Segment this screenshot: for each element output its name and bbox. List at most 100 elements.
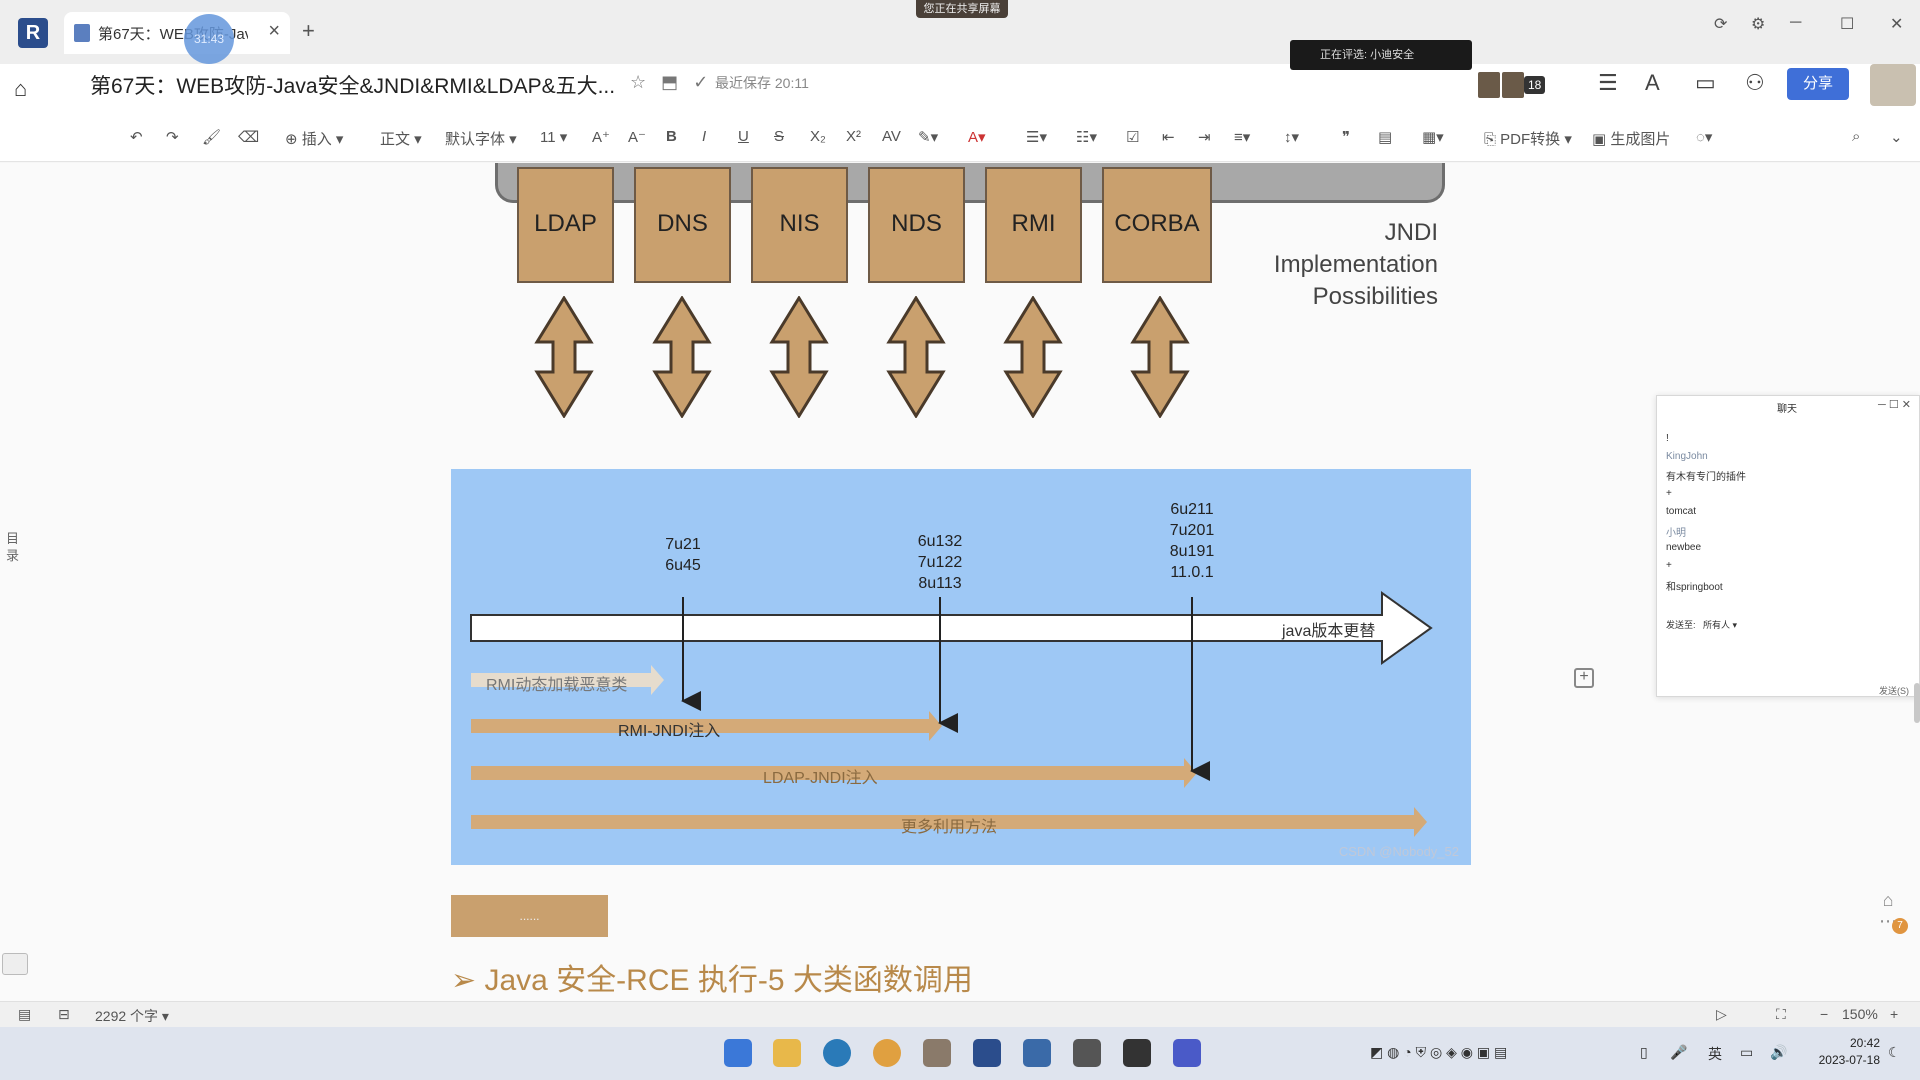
undo-icon[interactable]: ↶: [130, 129, 143, 146]
increase-font-icon[interactable]: A⁺: [592, 129, 610, 146]
document-title[interactable]: 第67天：WEB攻防-Java安全&JNDI&RMI&LDAP&五大...: [90, 75, 616, 98]
format-painter-icon[interactable]: 🖌: [202, 129, 222, 146]
chat-panel[interactable]: 聊天 ─ ☐ ✕ ! KingJohn 有木有专门的插件 + tomcat 小明…: [1656, 395, 1920, 697]
highlight-icon[interactable]: ✎▾: [918, 129, 939, 146]
edge-browser-icon[interactable]: [823, 1039, 851, 1067]
volume-icon[interactable]: 🔊: [1770, 1044, 1788, 1060]
paragraph-icon[interactable]: ▤: [1378, 129, 1393, 146]
more-tools-icon[interactable]: ◌▾: [1696, 129, 1713, 146]
terminal-icon[interactable]: [1123, 1039, 1151, 1067]
scrollbar[interactable]: [1914, 683, 1920, 723]
zoom-level[interactable]: 150%: [1842, 1006, 1878, 1022]
version-label: 11.0.1: [1170, 564, 1214, 581]
home-icon[interactable]: ⌂: [14, 76, 28, 101]
outline-icon[interactable]: ▤: [18, 1006, 32, 1022]
double-arrow-nds: [886, 296, 946, 418]
recipient-value: 所有人: [1703, 620, 1731, 630]
table-icon[interactable]: ▦▾: [1422, 129, 1444, 146]
presentation-app-icon[interactable]: [1173, 1039, 1201, 1067]
pdf-convert-button[interactable]: ⎘ PDF转换 ▾: [1484, 131, 1572, 148]
screen-share-banner: 您正在共享屏幕: [916, 0, 1008, 18]
italic-icon[interactable]: I: [702, 128, 707, 145]
close-window-button[interactable]: ✕: [1890, 16, 1904, 33]
char-spacing-icon[interactable]: AV: [882, 128, 901, 145]
word-count[interactable]: 2292 个字 ▾: [95, 1008, 169, 1024]
redo-icon[interactable]: ↷: [166, 129, 179, 146]
star-icon[interactable]: ☆: [630, 72, 647, 92]
document-canvas[interactable]: LDAP DNS NIS NDS RMI CORBA JNDI Implemen…: [0, 163, 1920, 1001]
maximize-button[interactable]: ☐: [1840, 16, 1855, 33]
collaborator-count: 18: [1524, 76, 1546, 94]
indent-decrease-icon[interactable]: ⇤: [1162, 129, 1175, 146]
chat-window-controls[interactable]: ─ ☐ ✕: [1878, 399, 1911, 411]
numbered-list-icon[interactable]: ☷▾: [1076, 129, 1097, 146]
add-collaborator-icon[interactable]: ⚇: [1745, 70, 1765, 95]
image-viewer-icon[interactable]: [1023, 1039, 1051, 1067]
jndi-caption: JNDI Implementation Possibilities: [1228, 217, 1438, 313]
generate-image-button[interactable]: ▣ 生成图片: [1592, 131, 1671, 148]
start-icon[interactable]: [724, 1039, 752, 1067]
style-select[interactable]: 正文 ▾: [380, 131, 422, 148]
microphone-icon[interactable]: 🎤: [1670, 1044, 1688, 1060]
collaborator-avatars[interactable]: 18: [1478, 72, 1548, 100]
strikethrough-icon[interactable]: S: [774, 128, 785, 145]
avatar: [1478, 72, 1500, 98]
chat-message: 和springboot: [1666, 582, 1723, 593]
input-method[interactable]: 英: [1708, 1046, 1722, 1062]
sync-icon[interactable]: ⟳: [1714, 16, 1728, 33]
font-size-select[interactable]: 11 ▾: [540, 129, 568, 146]
font-settings-icon[interactable]: A: [1645, 70, 1660, 95]
notifications-icon[interactable]: ☾: [1888, 1044, 1901, 1060]
network-icon[interactable]: ▭: [1740, 1044, 1754, 1060]
battery-icon[interactable]: ▯: [1640, 1044, 1648, 1060]
app-bird-icon[interactable]: [923, 1039, 951, 1067]
menu-icon[interactable]: ☰: [1598, 70, 1618, 95]
app-logo[interactable]: R: [18, 18, 48, 48]
superscript-icon[interactable]: X²: [846, 128, 861, 145]
user-avatar[interactable]: [1870, 64, 1916, 106]
share-button[interactable]: 分享: [1787, 68, 1849, 100]
impl-box-ldap: LDAP: [517, 167, 614, 283]
quote-icon[interactable]: ❞: [1342, 129, 1351, 146]
subscript-icon[interactable]: X₂: [810, 128, 826, 145]
document-tab[interactable]: 第67天：WEB攻防-Java安全&JNDI&RMI&LDAP&五大... ×: [64, 12, 290, 54]
file-explorer-icon[interactable]: [773, 1039, 801, 1067]
impl-box-corba: CORBA: [1102, 167, 1212, 283]
toc-tab[interactable]: 目录: [6, 531, 20, 563]
sidebar-toggle-icon[interactable]: [2, 953, 28, 975]
chat-send-button[interactable]: 发送(S): [1879, 686, 1909, 696]
present-icon[interactable]: ▭: [1695, 70, 1716, 95]
chrome-browser-icon[interactable]: [873, 1039, 901, 1067]
zoom-in-button[interactable]: +: [1890, 1006, 1899, 1022]
search-icon[interactable]: ⌕: [1852, 128, 1861, 145]
font-select[interactable]: 默认字体 ▾: [445, 131, 517, 148]
decrease-font-icon[interactable]: A⁻: [628, 129, 646, 146]
settings-icon[interactable]: ⚙: [1751, 16, 1766, 33]
code-editor-icon[interactable]: [1073, 1039, 1101, 1067]
tab-close-button[interactable]: ×: [268, 20, 280, 42]
tray-icons[interactable]: ◩ ◍ ◔ ⛨ ◎ ◈ ◉ ▣ ▤: [1370, 1044, 1508, 1060]
add-comment-icon[interactable]: +: [1574, 668, 1594, 688]
zoom-out-button[interactable]: −: [1820, 1006, 1829, 1022]
document-app-icon[interactable]: [973, 1039, 1001, 1067]
collapse-toolbar-icon[interactable]: ⌄: [1890, 129, 1903, 146]
checklist-icon[interactable]: ☑: [1126, 129, 1140, 146]
minimize-button[interactable]: ─: [1790, 14, 1802, 31]
chat-recipient-select[interactable]: 发送至: 所有人 ▾: [1666, 620, 1738, 630]
line-spacing-icon[interactable]: ↕▾: [1284, 129, 1300, 146]
bullet-list-icon[interactable]: ☰▾: [1026, 129, 1047, 146]
align-icon[interactable]: ≡▾: [1234, 129, 1251, 146]
font-color-icon[interactable]: A▾: [968, 129, 986, 146]
fullscreen-icon[interactable]: ⛶: [1776, 1006, 1786, 1022]
system-clock[interactable]: 20:42 2023-07-18: [1819, 1035, 1880, 1069]
clear-format-icon[interactable]: ⌫: [238, 129, 260, 146]
java-version-timeline[interactable]: 7u21 6u45 6u132 7u122 8u113 6u211 7u201 …: [451, 469, 1471, 865]
bold-icon[interactable]: B: [666, 128, 677, 145]
underline-icon[interactable]: U: [738, 128, 749, 145]
new-tab-button[interactable]: +: [302, 18, 315, 43]
page-view-icon[interactable]: ⊟: [58, 1006, 70, 1022]
move-icon[interactable]: ⬒: [661, 72, 679, 92]
play-icon[interactable]: ▷: [1716, 1006, 1727, 1022]
indent-increase-icon[interactable]: ⇥: [1198, 129, 1211, 146]
insert-button[interactable]: ⊕ 插入 ▾: [285, 131, 344, 148]
